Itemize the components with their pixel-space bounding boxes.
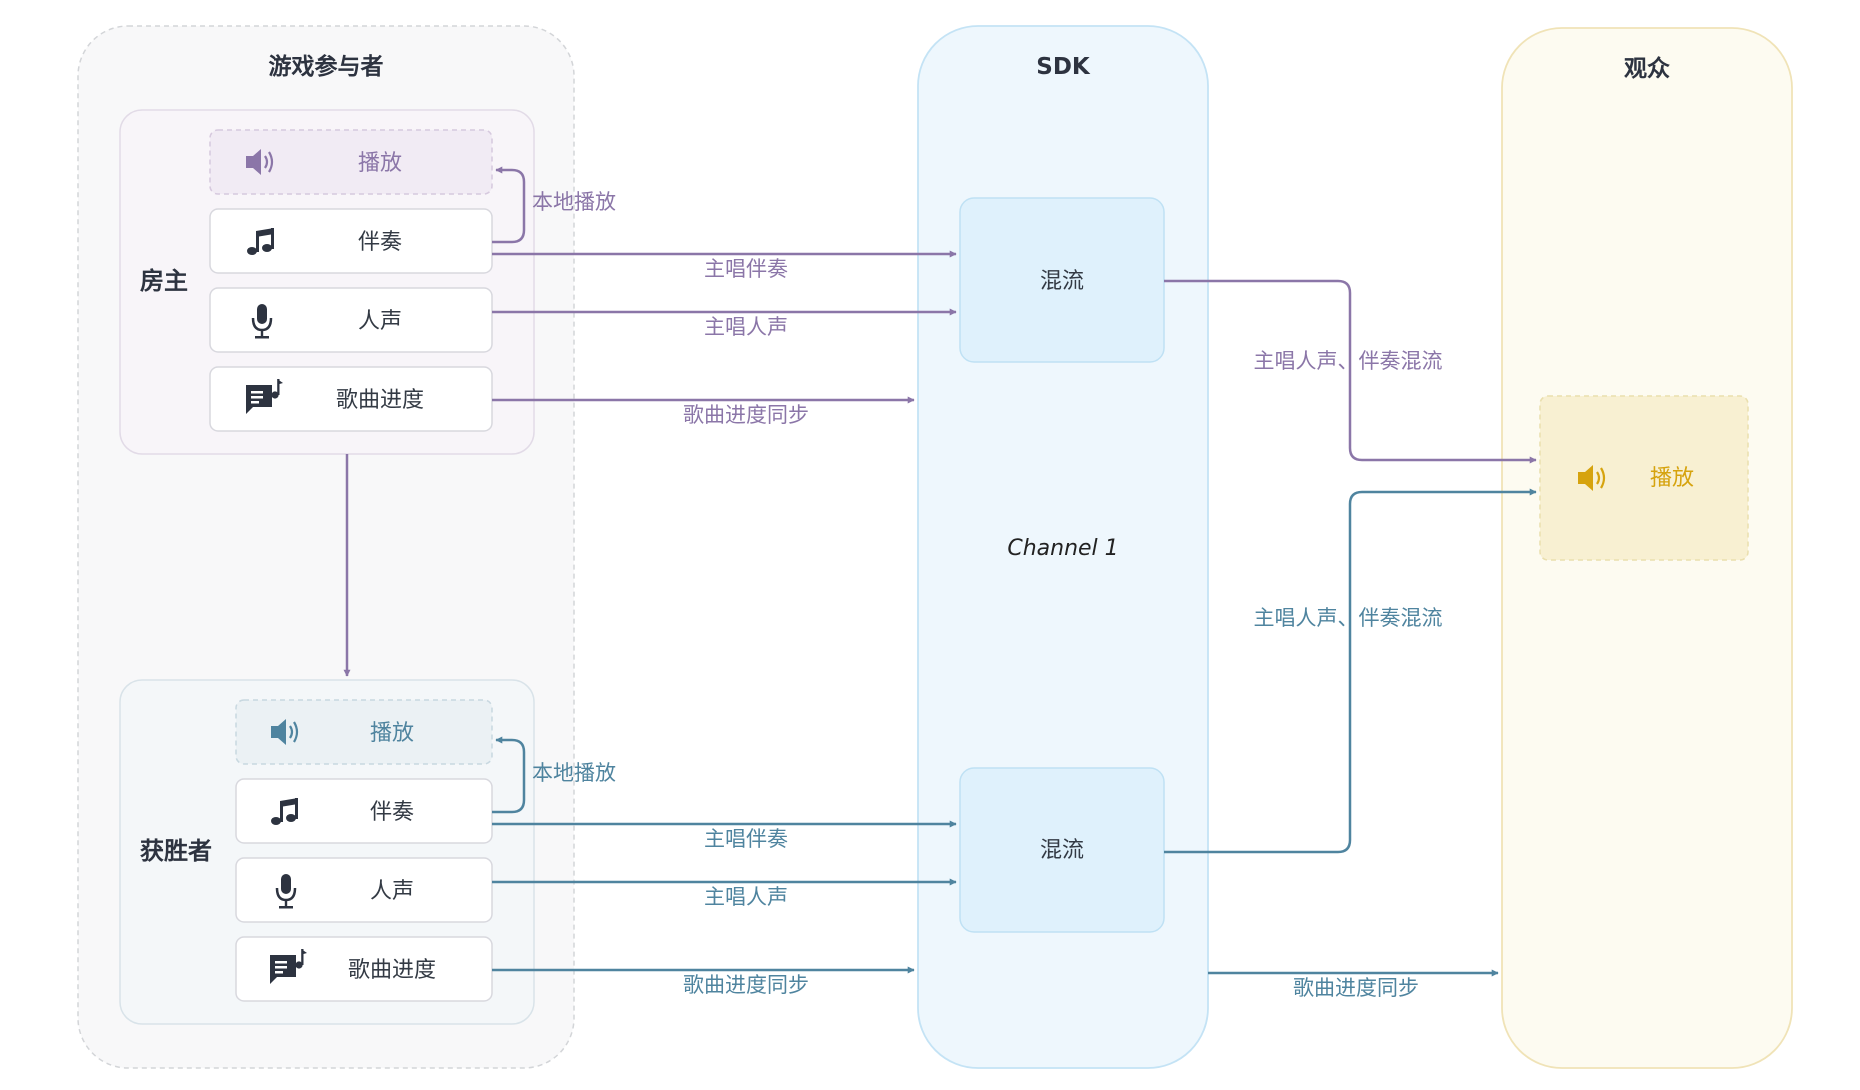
host-vocals-label: 人声 <box>358 309 402 334</box>
host-play-label: 播放 <box>358 151 402 176</box>
audience-play-label: 播放 <box>1650 466 1694 491</box>
host-progress-label: 歌曲进度 <box>336 388 424 413</box>
winner-vocals-label: 人声 <box>370 879 414 904</box>
host-group: 房主 播放 伴奏 人声 歌曲进度 <box>119 109 535 455</box>
host-progress-box: 歌曲进度 <box>209 366 493 432</box>
winner-local-play-label: 本地播放 <box>532 761 616 785</box>
winner-group: 获胜者 播放 伴奏 人声 歌曲进度 <box>119 679 535 1025</box>
winner-progress-label-edge: 歌曲进度同步 <box>683 973 809 997</box>
host-vocals-label-edge: 主唱人声 <box>704 315 788 339</box>
host-mix-out-label: 主唱人声、伴奏混流 <box>1254 349 1443 373</box>
audience-lane-title: 观众 <box>1624 56 1670 82</box>
sdk-lane-title: SDK <box>1036 54 1091 80</box>
channel-label: Channel 1 <box>1007 536 1118 561</box>
sdk-mix-top-label: 混流 <box>1040 269 1084 294</box>
host-accompaniment-label-edge: 主唱伴奏 <box>704 257 788 281</box>
winner-edge-labels: 本地播放 主唱伴奏 主唱人声 歌曲进度同步 主唱人声、伴奏混流 歌曲进度同步 <box>532 606 1443 1000</box>
participants-lane-title: 游戏参与者 <box>269 53 384 80</box>
winner-progress-label: 歌曲进度 <box>348 958 436 983</box>
sdk-mix-bottom-box: 混流 <box>959 767 1165 933</box>
winner-play-box: 播放 <box>235 699 493 765</box>
host-local-play-arrow <box>492 166 526 244</box>
winner-local-play-arrow <box>492 736 526 814</box>
sdk-mix-bottom-label: 混流 <box>1040 838 1084 863</box>
host-edges <box>343 166 1537 677</box>
sdk-mix-top-box: 混流 <box>959 197 1165 363</box>
winner-edges <box>492 488 1537 977</box>
winner-progress-box: 歌曲进度 <box>235 936 493 1002</box>
host-play-box: 播放 <box>209 129 493 195</box>
host-accompaniment-label: 伴奏 <box>358 230 402 255</box>
host-edge-labels: 本地播放 主唱伴奏 主唱人声 歌曲进度同步 主唱人声、伴奏混流 <box>532 190 1443 427</box>
host-role-label: 房主 <box>140 267 188 295</box>
winner-vocals-box: 人声 <box>235 857 493 923</box>
winner-accompaniment-label-edge: 主唱伴奏 <box>704 827 788 851</box>
winner-accompaniment-label: 伴奏 <box>370 800 414 825</box>
winner-role-label: 获胜者 <box>140 837 212 865</box>
host-vocals-box: 人声 <box>209 287 493 353</box>
winner-mix-out-arrow <box>1164 488 1537 854</box>
audience-play-box: 播放 <box>1539 395 1749 561</box>
winner-play-label: 播放 <box>370 721 414 746</box>
winner-accompaniment-box: 伴奏 <box>235 778 493 844</box>
host-mix-out-arrow <box>1164 279 1537 464</box>
winner-vocals-label-edge: 主唱人声 <box>704 885 788 909</box>
winner-mix-out-label: 主唱人声、伴奏混流 <box>1254 606 1443 630</box>
sdk-progress-out-label: 歌曲进度同步 <box>1293 976 1419 1000</box>
host-local-play-label: 本地播放 <box>532 190 616 214</box>
host-accompaniment-box: 伴奏 <box>209 208 493 274</box>
host-progress-label-edge: 歌曲进度同步 <box>683 403 809 427</box>
